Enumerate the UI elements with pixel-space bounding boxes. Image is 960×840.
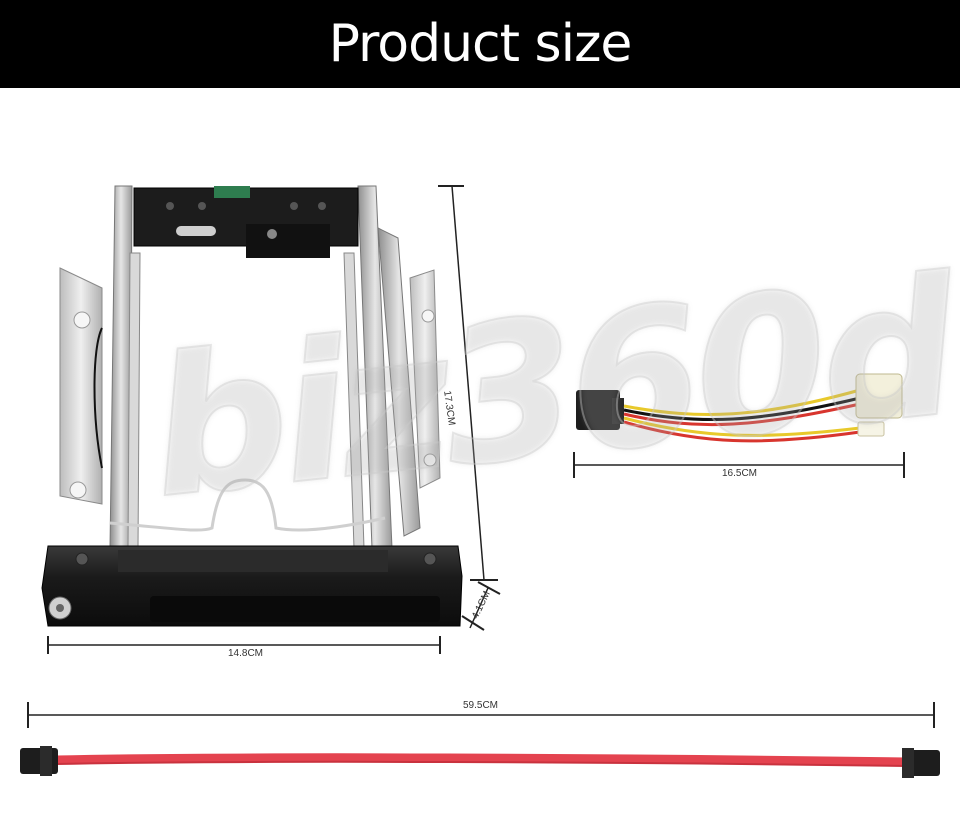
width-dimension-label: 14.8CM bbox=[228, 648, 264, 659]
hdd-tray-image bbox=[20, 185, 940, 778]
sata-cable-dimension-label: 59.5CM bbox=[463, 700, 499, 711]
header-bar: Product size bbox=[0, 0, 960, 88]
page-title: Product size bbox=[328, 14, 633, 74]
product-stage: biz360d 17.3CM 4.1CM 14.8CM 16.5CM 59.5C… bbox=[0, 88, 960, 840]
power-cable-dimension-label: 16.5CM bbox=[722, 468, 758, 479]
